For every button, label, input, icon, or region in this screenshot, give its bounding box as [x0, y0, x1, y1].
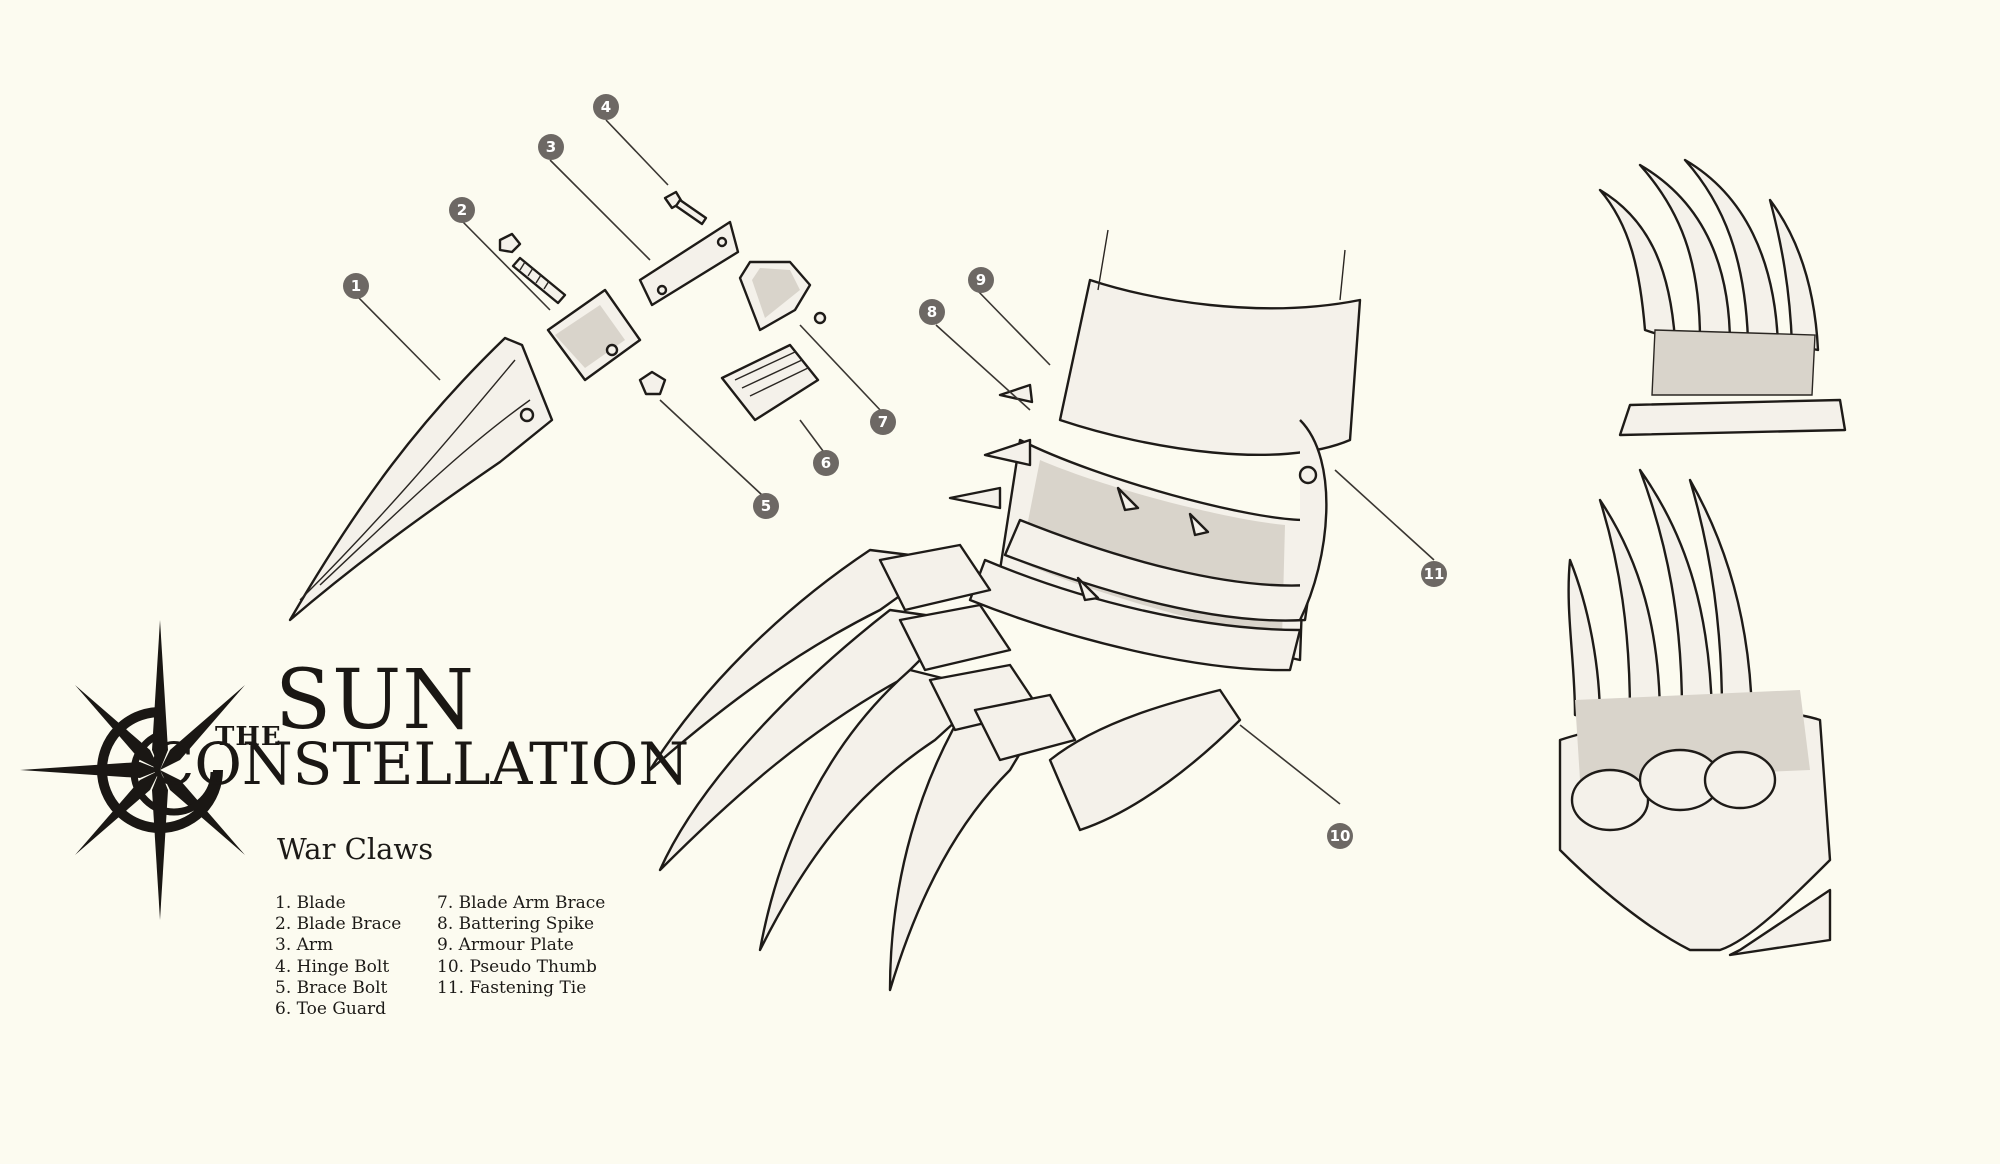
callout-number: 6 [821, 454, 831, 472]
callout-number: 4 [601, 98, 611, 116]
callout-6: 6 [813, 450, 839, 476]
callout-11: 11 [1421, 561, 1447, 587]
callout-10: 10 [1327, 823, 1353, 849]
legend-item: 1. Blade [275, 893, 346, 913]
legend-item: 9. Armour Plate [437, 935, 574, 956]
leader-lines [355, 119, 1435, 805]
blade-arm-brace-part [738, 260, 827, 332]
callout-number: 10 [1330, 827, 1351, 845]
claw-row-view [1598, 158, 1847, 437]
blade-brace-part [546, 288, 642, 382]
parts-legend-column-left: 1. Blade 2. Blade Brace 3. Arm 4. Hinge … [275, 893, 401, 1020]
callout-number: 11 [1424, 565, 1445, 583]
callout-3: 3 [538, 134, 564, 160]
hinge-bolt-part [663, 190, 708, 226]
sun-compass-logo [20, 620, 245, 920]
gauntlet-front-view [1558, 468, 1832, 957]
callout-number: 9 [976, 271, 986, 289]
callout-5: 5 [753, 493, 779, 519]
legend-item: 2. Blade Brace [275, 914, 402, 935]
callout-number: 3 [546, 138, 556, 156]
logo-the: THE [215, 722, 282, 752]
brand-logo: THE SUN CONSTELLATION [20, 620, 689, 920]
logo-constellation: CONSTELLATION [150, 730, 690, 798]
callout-number: 2 [457, 201, 467, 219]
callout-9: 9 [968, 267, 994, 293]
callout-number: 7 [878, 413, 888, 431]
blade-part [288, 336, 554, 622]
callout-8: 8 [919, 299, 945, 325]
callout-2: 2 [449, 197, 475, 223]
legend-item: 10. Pseudo Thumb [437, 956, 597, 977]
callout-number: 5 [761, 497, 771, 515]
callout-1: 1 [343, 273, 369, 299]
legend-item: 11. Fastening Tie [437, 977, 587, 998]
assembled-gauntlet [648, 229, 1362, 992]
logo-sun: SUN [275, 653, 476, 748]
legend-item: 5. Brace Bolt [275, 977, 388, 998]
callout-7: 7 [870, 409, 896, 435]
callout-4: 4 [593, 94, 619, 120]
brace-screw-part [498, 232, 567, 305]
callout-number: 1 [351, 277, 361, 295]
diagram-subtitle: War Claws [277, 832, 434, 866]
legend-item: 7. Blade Arm Brace [437, 893, 606, 913]
brace-bolt-part [638, 370, 667, 396]
legend-item: 6. Toe Guard [275, 999, 387, 1020]
arm-part [638, 220, 740, 307]
callout-number: 8 [927, 303, 937, 321]
parts-legend-column-right: 7. Blade Arm Brace 8. Battering Spike 9.… [437, 893, 605, 999]
toe-guard-part [720, 343, 820, 422]
legend-item: 4. Hinge Bolt [275, 956, 390, 977]
legend-item: 3. Arm [275, 935, 334, 956]
legend-item: 8. Battering Spike [437, 914, 595, 935]
